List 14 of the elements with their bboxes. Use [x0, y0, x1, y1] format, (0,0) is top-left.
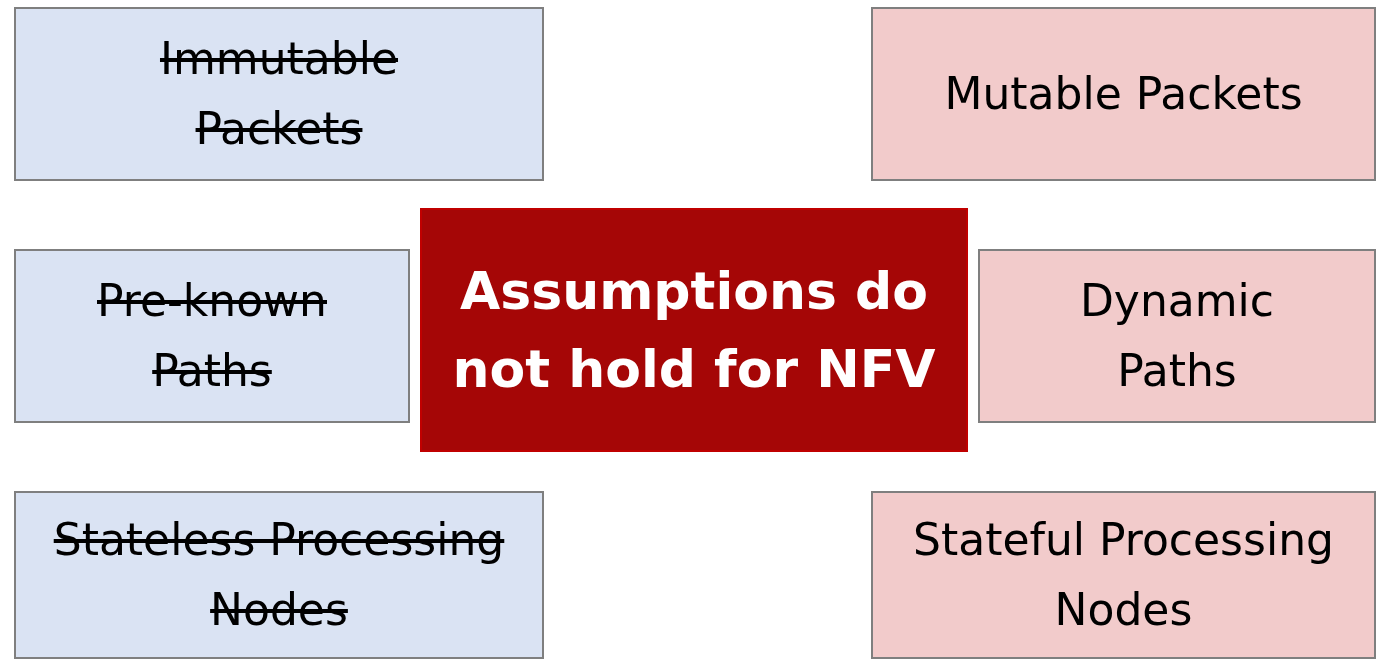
struck-text: Pre-known Paths — [96, 273, 328, 398]
box-label: Assumptions do not hold for NFV — [451, 260, 937, 401]
process-box — [978, 249, 1376, 423]
crossed-out-box — [14, 7, 544, 181]
callout-box — [420, 208, 968, 452]
box-label: Mutable Packets — [944, 66, 1303, 121]
struck-text: Immutable Packets — [159, 31, 399, 156]
box-label: Dynamic Paths — [1078, 273, 1275, 398]
process-box — [871, 7, 1376, 181]
struck-text: Stateless Processing Nodes — [52, 512, 506, 637]
box-label: Stateful Processing Nodes — [912, 512, 1335, 637]
crossed-out-box — [14, 491, 544, 659]
process-box — [871, 491, 1376, 659]
crossed-out-box — [14, 249, 410, 423]
